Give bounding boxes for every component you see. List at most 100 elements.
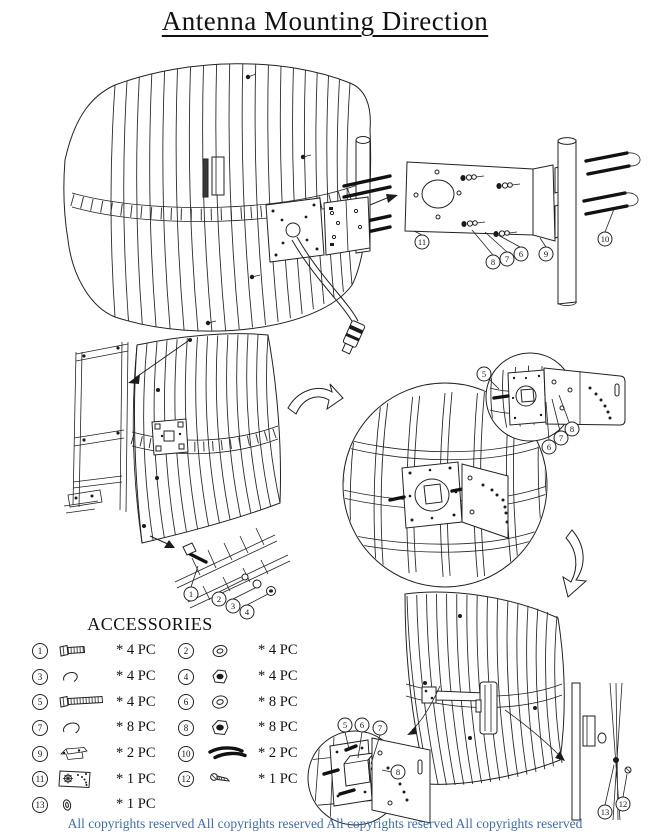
item-quantity: * 4 PC [258,668,298,685]
callout-number: 9 [544,249,548,259]
callout-number: 8 [570,424,574,434]
mounting-plate-icon [58,769,116,789]
spring-washer-icon [58,668,116,686]
item-quantity: * 2 PC [258,745,298,762]
callout-7: 7 [553,430,569,446]
rim-bolt-detail: 1 2 3 4 [149,527,291,620]
item-number-badge: 10 [178,745,194,762]
item-number-badge: 6 [178,694,194,711]
spring-washer-icon [58,719,116,737]
accessories-section: ACCESSORIES 1 * 4 PC 2 * 4 PC 3 * 4 PC 4… [32,614,328,818]
coax-cable [291,236,366,355]
callout-1: 1 [183,586,199,602]
screw-icon [208,770,258,788]
dish-bolt-dots [142,338,192,528]
pole-clip-detail: 13 12 [571,682,632,821]
callout-5: 5 [337,717,353,733]
item-quantity: * 4 PC [116,642,156,659]
callout-number: 8 [491,257,495,267]
callout-12: 12 [615,796,631,812]
callout-7: 7 [372,720,388,736]
dish-bolt-dots [205,73,312,326]
side-frame [63,341,129,514]
item-quantity: * 1 PC [116,796,156,813]
accessories-list: 1 * 4 PC 2 * 4 PC 3 * 4 PC 4 * 4 PC 5 * … [32,638,328,818]
page-title: Antenna Mounting Direction [0,6,650,37]
page-title-text: Antenna Mounting Direction [161,6,489,36]
arrow-to-assembly [369,194,398,206]
item-quantity: * 8 PC [258,719,298,736]
cube-plate-detail [322,737,431,824]
plate-hardware [460,174,521,237]
item-quantity: * 1 PC [116,770,156,787]
arrow-to-frame [128,340,189,384]
item-number-badge: 5 [32,694,48,711]
callout-number: 13 [601,807,610,817]
feed-window [202,156,225,198]
diagram-frame-and-half-dish: 1 2 3 4 [63,333,344,620]
item-quantity: * 2 PC [116,745,156,762]
callout-5: 5 [476,366,492,382]
callout-6: 6 [354,717,370,733]
ribbon-arrow-down [562,529,588,598]
u-bolts-10 [582,151,641,216]
callout-9: 9 [538,246,554,262]
item-number-badge: 13 [32,796,48,813]
small-plate-assembly [492,367,626,426]
plate-and-bracket [388,461,509,539]
callout-number: 7 [378,723,382,733]
callout-4: 4 [239,604,255,620]
item-number-badge: 2 [178,642,194,659]
item-number-badge: 8 [178,719,194,736]
ribbon-arrow-right [287,383,344,415]
callout-number: 4 [245,607,250,617]
callout-number: 6 [360,720,364,730]
leader-arrows [407,685,565,761]
callout-number: 6 [547,442,551,452]
diagram-pole-assembly: 11 8 7 6 9 10 [404,137,641,306]
callout-11: 11 [414,234,430,250]
item-number-badge: 4 [178,668,194,685]
callout-8: 8 [485,254,501,270]
u-bolt-icon [208,745,258,763]
pole [557,137,577,306]
callout-number: 6 [519,249,523,259]
callout-10: 10 [597,231,613,247]
flat-washer-icon [208,693,258,711]
callout-number: 1 [189,589,193,599]
callout-2: 2 [211,591,227,607]
diagram-main-antenna [63,63,398,355]
callout-number: 7 [559,433,563,443]
cable-connector [341,320,366,355]
mounting-plate-11 [404,161,534,236]
item-number-badge: 7 [32,719,48,736]
hex-nut-icon [208,668,258,686]
callout-number: 3 [231,601,235,611]
item-quantity: * 8 PC [258,693,298,710]
hex-bolt-long-icon [58,693,116,711]
callout-7: 7 [499,251,515,267]
item-number-badge: 12 [178,771,194,788]
callout-number: 10 [601,234,610,244]
flat-washer-icon [208,642,258,660]
callout-13: 13 [597,804,613,820]
callout-number: 2 [217,594,221,604]
pole-clamp-icon [58,745,116,763]
callout-8: 8 [564,421,580,437]
item-number-badge: 9 [32,745,48,762]
copyright-line: All copyrights reserved All copyrights r… [67,816,583,831]
callout-6: 6 [541,439,557,455]
hex-bolt-short-icon [58,642,116,660]
callout-number: 7 [505,254,509,264]
dish-ribs [110,63,353,332]
callout-number: 5 [482,369,486,379]
center-mount-plate [265,196,371,263]
item-number-badge: 11 [32,771,48,788]
callout-number: 11 [418,237,426,247]
item-quantity: * 4 PC [258,642,298,659]
callout-number: 5 [343,720,347,730]
diagram-plate-zoom-circle: 5 6 7 8 [342,352,626,598]
callout-number: 8 [396,767,400,777]
item-quantity: * 4 PC [116,693,156,710]
